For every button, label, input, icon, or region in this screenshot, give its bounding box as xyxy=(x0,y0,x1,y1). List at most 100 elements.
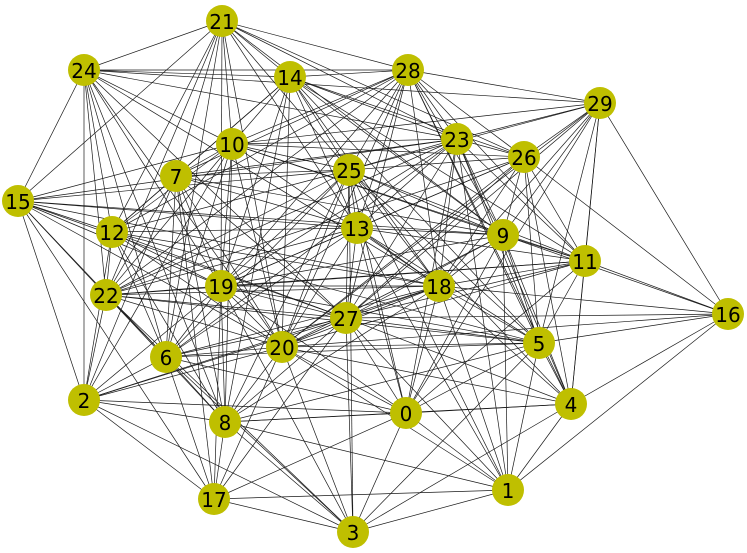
edge-18-8 xyxy=(224,285,440,423)
node-label: 2 xyxy=(78,389,91,413)
edge-25-11 xyxy=(348,169,586,262)
edge-14-26 xyxy=(289,76,525,158)
edge-10-23 xyxy=(231,138,458,145)
edge-29-9 xyxy=(502,102,601,236)
edge-0-17 xyxy=(213,412,407,500)
edge-22-18 xyxy=(105,285,440,296)
edge-17-1 xyxy=(213,489,509,500)
edge-24-12 xyxy=(83,69,113,233)
edge-11-22 xyxy=(105,260,586,296)
node-circle xyxy=(508,141,540,173)
edge-15-2 xyxy=(17,200,85,401)
edge-4-1 xyxy=(507,403,572,491)
node-22: 22 xyxy=(90,279,122,311)
edge-12-18 xyxy=(111,231,440,287)
edge-21-7 xyxy=(175,20,223,177)
edge-23-18 xyxy=(438,138,458,287)
node-circle xyxy=(160,160,192,192)
node-10: 10 xyxy=(216,128,248,160)
edge-25-4 xyxy=(348,169,572,405)
edge-12-6 xyxy=(111,231,167,358)
node-label: 3 xyxy=(347,521,360,545)
node-label: 22 xyxy=(93,284,118,308)
edge-19-5 xyxy=(220,285,540,344)
edge-7-20 xyxy=(175,175,283,348)
edge-24-27 xyxy=(83,69,347,319)
node-circle xyxy=(150,341,182,373)
node-circle xyxy=(523,327,555,359)
edge-18-2 xyxy=(83,285,440,401)
edge-8-3 xyxy=(224,421,354,533)
node-circle xyxy=(337,516,369,548)
edge-19-17 xyxy=(213,285,222,500)
node-label: 28 xyxy=(395,59,420,83)
edge-22-5 xyxy=(105,294,540,344)
edge-11-27 xyxy=(345,260,586,319)
edge-12-2 xyxy=(83,231,113,401)
edge-24-10 xyxy=(83,69,233,145)
edge-23-22 xyxy=(105,138,458,296)
node-circle xyxy=(487,219,519,251)
edge-15-9 xyxy=(17,200,504,236)
node-label: 4 xyxy=(565,393,578,417)
edge-9-0 xyxy=(405,234,504,414)
node-0: 0 xyxy=(390,397,422,429)
edge-28-22 xyxy=(105,69,409,296)
edge-19-3 xyxy=(220,285,354,533)
edge-25-9 xyxy=(348,169,504,236)
edge-12-13 xyxy=(111,227,358,233)
edge-27-4 xyxy=(345,317,572,405)
edge-28-25 xyxy=(348,69,409,171)
edge-23-13 xyxy=(356,138,458,229)
node-circle xyxy=(274,61,306,93)
edge-21-9 xyxy=(221,20,504,236)
edge-8-1 xyxy=(224,421,509,491)
edge-23-6 xyxy=(165,138,458,358)
edge-10-25 xyxy=(231,143,350,171)
edge-26-16 xyxy=(523,156,729,315)
node-label: 23 xyxy=(444,128,469,152)
edge-19-8 xyxy=(220,285,226,423)
node-26: 26 xyxy=(508,141,540,173)
edge-22-27 xyxy=(105,294,347,319)
edge-9-20 xyxy=(281,234,504,348)
node-circle xyxy=(96,216,128,248)
edge-24-22 xyxy=(83,69,107,296)
edge-26-4 xyxy=(523,156,572,405)
edge-24-6 xyxy=(83,69,167,358)
node-circle xyxy=(330,302,362,334)
edge-23-4 xyxy=(456,138,572,405)
node-17: 17 xyxy=(198,483,230,515)
edge-27-16 xyxy=(345,313,729,319)
edge-11-16 xyxy=(584,260,729,315)
edge-4-16 xyxy=(570,313,729,405)
node-13: 13 xyxy=(341,212,373,244)
node-circle xyxy=(569,245,601,277)
edge-27-6 xyxy=(165,317,347,358)
edge-11-20 xyxy=(281,260,586,348)
node-16: 16 xyxy=(712,298,744,330)
edge-29-25 xyxy=(348,102,601,171)
edge-7-6 xyxy=(165,175,177,358)
node-circle xyxy=(216,128,248,160)
edge-26-25 xyxy=(348,156,525,171)
edge-18-16 xyxy=(438,285,729,315)
edge-28-12 xyxy=(111,69,409,233)
node-label: 24 xyxy=(71,59,96,83)
node-1: 1 xyxy=(492,474,524,506)
edge-0-4 xyxy=(405,403,572,414)
node-label: 27 xyxy=(333,307,358,331)
node-label: 21 xyxy=(209,10,234,34)
edge-10-19 xyxy=(220,143,233,287)
edge-13-20 xyxy=(281,227,358,348)
edge-23-15 xyxy=(17,138,458,202)
node-label: 17 xyxy=(201,488,226,512)
edge-20-6 xyxy=(165,346,283,358)
edge-15-27 xyxy=(17,200,347,319)
edge-14-9 xyxy=(289,76,504,236)
edge-21-15 xyxy=(17,20,223,202)
edge-25-27 xyxy=(345,169,350,319)
node-label: 16 xyxy=(715,303,740,327)
node-29: 29 xyxy=(584,87,616,119)
edge-10-15 xyxy=(17,143,233,202)
